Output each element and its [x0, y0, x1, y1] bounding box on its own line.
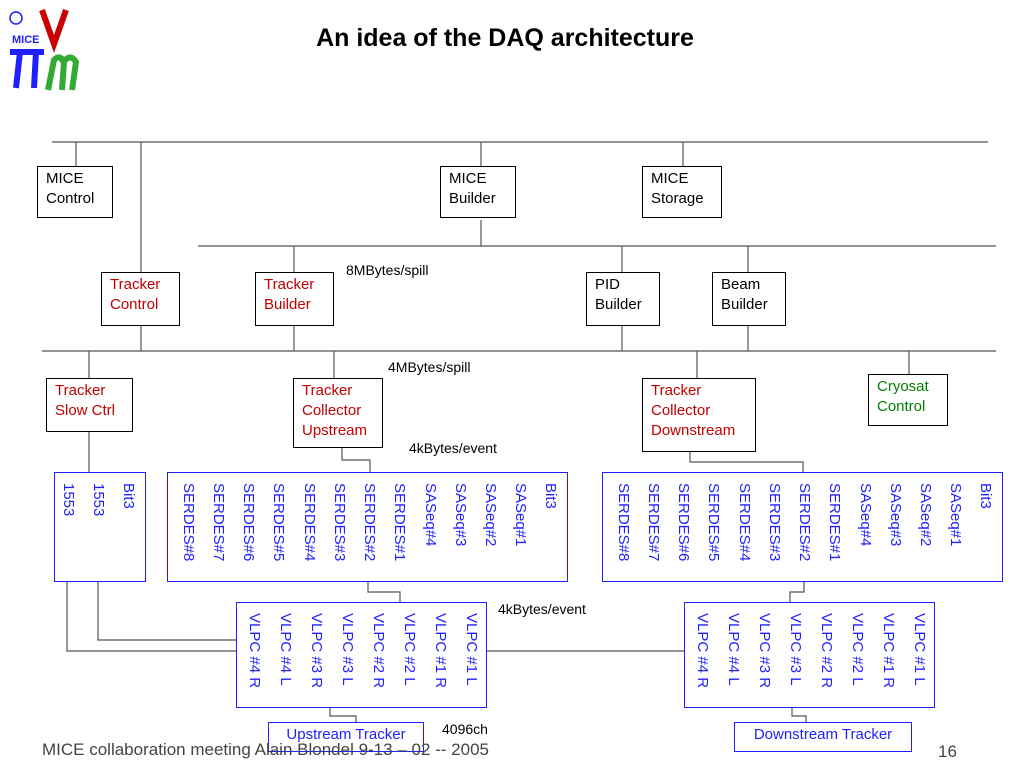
crate-column: SASeq#2: [482, 483, 499, 547]
slow-ctrl-line2: Slow Ctrl: [55, 402, 116, 419]
crate-column: SERDES#3: [331, 483, 348, 562]
tracker-slow-ctrl-box: Tracker Slow Ctrl: [46, 378, 133, 432]
collector-down-line3: Downstream: [651, 422, 736, 439]
crate-column: SASeq#3: [452, 483, 469, 547]
mice-control-box: MICE Control: [37, 166, 113, 218]
crate-column: SERDES#7: [210, 483, 227, 562]
pid-builder-line1: PID: [595, 276, 621, 293]
collector-up-line1: Tracker: [302, 382, 353, 399]
crate-column: VLPC #3 R: [308, 613, 325, 689]
crate-column: Bit3: [977, 483, 994, 509]
crate-column: VLPC #1 R: [432, 613, 449, 689]
cryosat-control-box: Cryosat Control: [868, 374, 948, 426]
collector-downstream-box: Tracker Collector Downstream: [642, 378, 756, 452]
crate-column: VLPC #1 R: [880, 613, 897, 689]
crate-column: VLPC #3 L: [339, 613, 356, 686]
collector-up-line2: Collector: [302, 402, 362, 419]
crate-column: SERDES#6: [240, 483, 257, 562]
collector-rate-label: 4MBytes/spill: [388, 359, 471, 375]
crate-column: VLPC #3 R: [756, 613, 773, 689]
logo-text: MICE: [12, 34, 40, 46]
crate-column: SERDES#4: [301, 483, 318, 562]
mice-builder-line2: Builder: [449, 190, 496, 207]
crate-column: 1553: [60, 483, 77, 517]
crate-column: SERDES#7: [645, 483, 662, 562]
crate-column: SASeq#4: [422, 483, 439, 547]
crate-column: 1553: [90, 483, 107, 517]
tracker-control-box: Tracker Control: [101, 272, 180, 326]
crate-column: VLPC #1 L: [463, 613, 480, 686]
mice-storage-box: MICE Storage: [642, 166, 722, 218]
mice-control-line1: MICE: [46, 170, 84, 187]
footer-text: MICE collaboration meeting Alain Blondel…: [42, 740, 489, 759]
mice-control-line2: Control: [46, 190, 95, 207]
cryosat-line2: Control: [877, 398, 926, 415]
tracker-control-line1: Tracker: [110, 276, 161, 293]
crate-column: SASeq#1: [512, 483, 529, 547]
beam-builder-line2: Builder: [721, 296, 768, 313]
crate-column: SASeq#2: [917, 483, 934, 547]
collector-upstream-box: Tracker Collector Upstream: [293, 378, 383, 448]
crate-column: VLPC #2 L: [401, 613, 418, 686]
crate-column: VLPC #1 L: [911, 613, 928, 686]
cryosat-line1: Cryosat: [877, 378, 929, 395]
crate-column: SERDES#8: [615, 483, 632, 562]
mice-storage-line2: Storage: [651, 190, 704, 207]
channels-label: 4096ch: [442, 721, 488, 737]
collector-down-line1: Tracker: [651, 382, 702, 399]
crate-column: SERDES#2: [796, 483, 813, 562]
pid-builder-line2: Builder: [595, 296, 642, 313]
crate-column: VLPC #2 R: [370, 613, 387, 689]
page-number: 16: [938, 742, 957, 761]
mice-logo: MICE: [4, 4, 84, 96]
crate-column: SERDES#4: [736, 483, 753, 562]
crate-column: Bit3: [542, 483, 559, 509]
slow-ctrl-crate: Bit3 1553 1553: [54, 472, 146, 582]
crate-column: SASeq#4: [857, 483, 874, 547]
beam-builder-line1: Beam: [721, 276, 761, 293]
serdes-crate-upstream: Bit3 SASeq#1 SASeq#2 SASeq#3 SASeq#4 SER…: [167, 472, 568, 582]
crate-column: SERDES#1: [826, 483, 843, 562]
page-title: An idea of the DAQ architecture: [316, 24, 694, 52]
mice-storage-line1: MICE: [651, 170, 689, 187]
crate-column: SERDES#2: [361, 483, 378, 562]
vlpc-crate-upstream: VLPC #1 L VLPC #1 R VLPC #2 L VLPC #2 R …: [236, 602, 487, 708]
crate-column: SERDES#3: [766, 483, 783, 562]
crate-column: SERDES#5: [270, 483, 287, 562]
serdes-crate-downstream: Bit3 SASeq#1 SASeq#2 SASeq#3 SASeq#4 SER…: [602, 472, 1003, 582]
crate-column: Bit3: [120, 483, 137, 509]
crate-column: SASeq#3: [887, 483, 904, 547]
downstream-tracker-box: Downstream Tracker: [734, 722, 912, 752]
tracker-control-line2: Control: [110, 296, 159, 313]
crate-column: VLPC #2 R: [818, 613, 835, 689]
collector-down-line2: Collector: [651, 402, 711, 419]
crate-column: VLPC #2 L: [849, 613, 866, 686]
mice-builder-box: MICE Builder: [440, 166, 516, 218]
collector-up-line3: Upstream: [302, 422, 368, 439]
crate-column: SERDES#1: [391, 483, 408, 562]
slow-ctrl-line1: Tracker: [55, 382, 106, 399]
beam-builder-box: Beam Builder: [712, 272, 786, 326]
upstream-tracker-box: Upstream Tracker: [268, 722, 424, 752]
event-rate-label-2: 4kBytes/event: [498, 601, 586, 617]
event-rate-label-1: 4kBytes/event: [409, 440, 497, 456]
crate-column: VLPC #3 L: [787, 613, 804, 686]
tracker-builder-line1: Tracker: [264, 276, 315, 293]
tracker-builder-line2: Builder: [264, 296, 311, 313]
crate-column: VLPC #4 L: [277, 613, 294, 686]
vlpc-crate-downstream: VLPC #1 L VLPC #1 R VLPC #2 L VLPC #2 R …: [684, 602, 935, 708]
crate-column: VLPC #4 R: [246, 613, 263, 689]
pid-builder-box: PID Builder: [586, 272, 660, 326]
crate-column: VLPC #4 R: [694, 613, 711, 689]
crate-column: SERDES#6: [675, 483, 692, 562]
crate-column: SERDES#8: [180, 483, 197, 562]
crate-column: SERDES#5: [705, 483, 722, 562]
crate-column: SASeq#1: [947, 483, 964, 547]
tracker-builder-box: Tracker Builder: [255, 272, 334, 326]
mice-builder-line1: MICE: [449, 170, 487, 187]
builder-rate-label: 8MBytes/spill: [346, 262, 429, 278]
crate-column: VLPC #4 L: [725, 613, 742, 686]
